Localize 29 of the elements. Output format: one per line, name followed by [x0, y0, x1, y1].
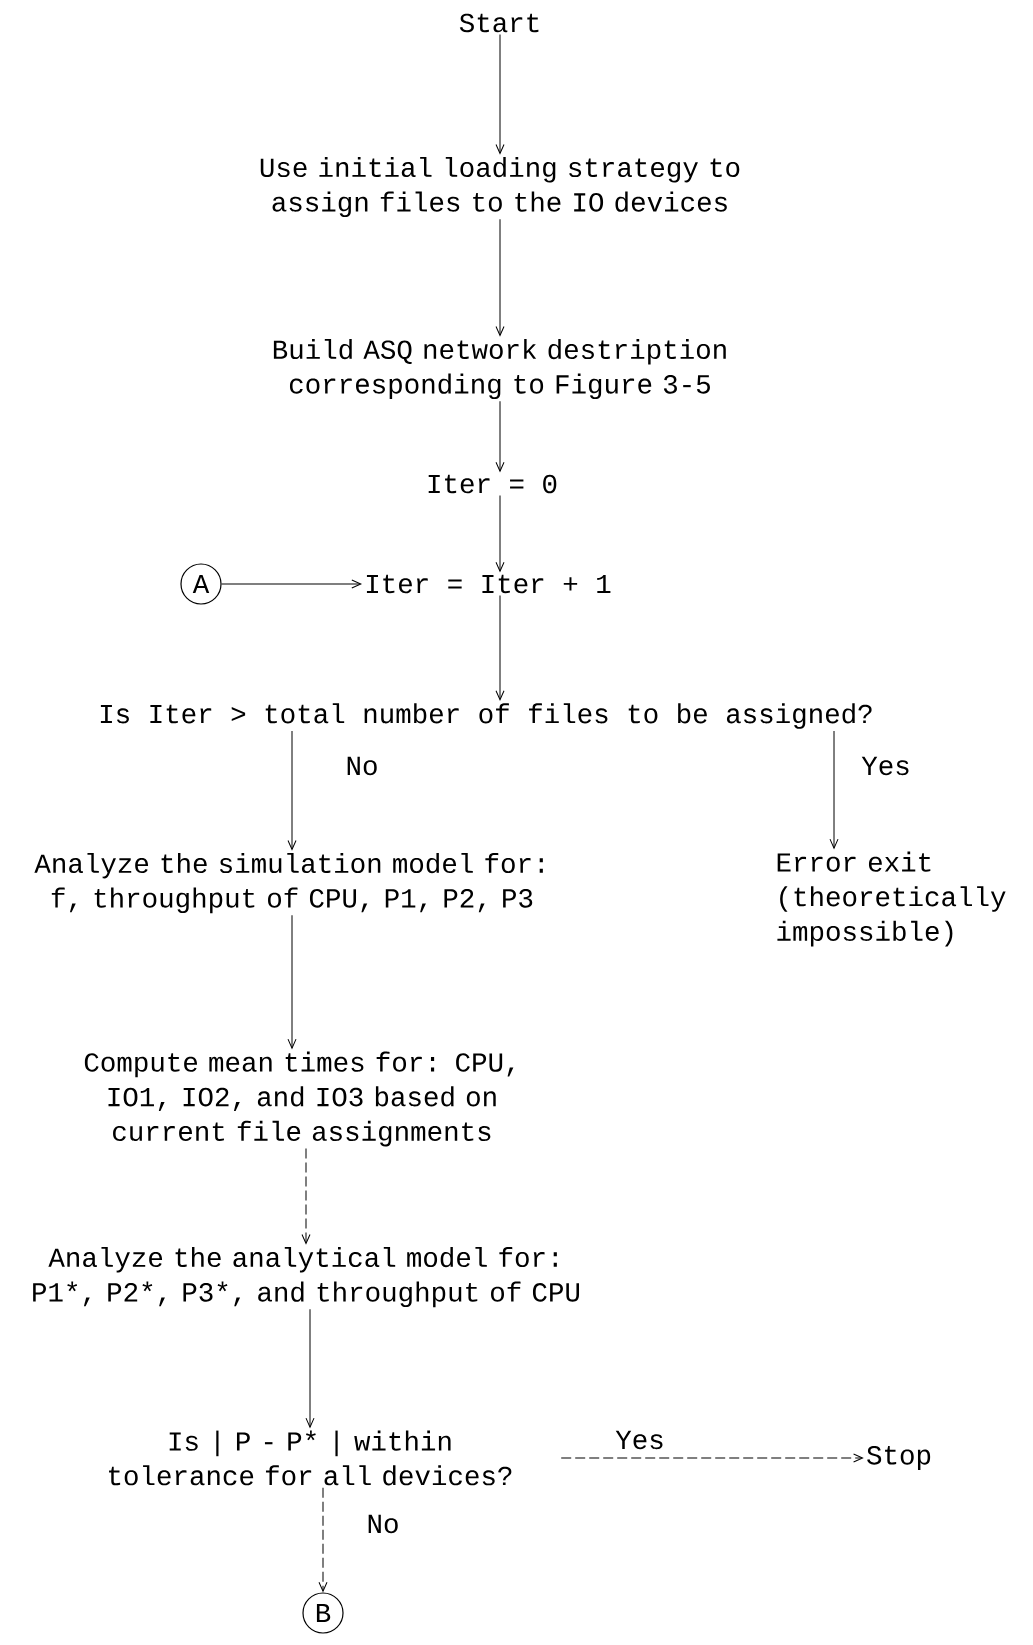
arrow	[305, 1308, 315, 1428]
step-text: Error exit (theoretically impossible)	[777, 851, 1006, 947]
edge-label: No	[344, 755, 380, 777]
step-text: Stop	[867, 1445, 931, 1471]
arrow	[301, 1148, 311, 1244]
arrow	[318, 1487, 328, 1592]
edge-label: Yes	[614, 1429, 666, 1451]
edge-label: Yes	[860, 755, 912, 777]
step-text: Iter = Iter + 1	[366, 574, 611, 594]
arrow	[495, 218, 505, 336]
arrow	[221, 579, 362, 589]
step-text: Compute mean times for: CPU, IO1, IO2, and IO3 based on current file assignments	[84, 1051, 514, 1147]
step-text: Iter = 0	[428, 474, 557, 494]
step-text: Is Iter > total number of files to be assigned?	[100, 703, 872, 729]
arrow	[287, 730, 297, 850]
step-text: Use initial loading strategy to assign files to the IO devices	[260, 156, 740, 218]
step-text: Build ASQ network destription corresponding to Figure 3-5	[273, 338, 726, 400]
step-text: Is | P - P* | within tolerance for all devices?	[109, 1430, 512, 1486]
step-text: Start	[459, 13, 539, 33]
edge-label: No	[365, 1513, 401, 1535]
arrow	[495, 34, 505, 154]
arrow	[495, 400, 505, 472]
step-text: Analyze the simulation model for: f, throughput of CPU, P1, P2, P3	[34, 852, 543, 914]
step-text: Analyze the analytical model for: P1*, P2*, P3*, and throughput of CPU	[33, 1246, 579, 1308]
arrow	[495, 495, 505, 572]
arrow	[495, 595, 505, 701]
arrow	[829, 730, 839, 849]
arrow	[560, 1453, 864, 1463]
arrow	[287, 914, 297, 1049]
